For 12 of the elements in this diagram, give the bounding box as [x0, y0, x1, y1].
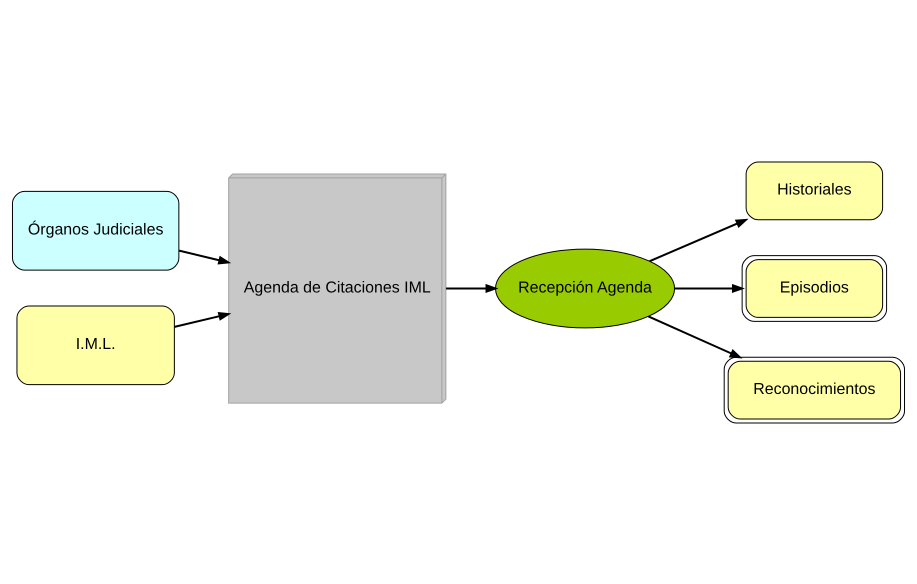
arrow [446, 283, 498, 293]
node-box: Episodios [742, 254, 888, 322]
arrow [648, 315, 743, 358]
arrow [649, 218, 749, 262]
node-box: Historiales [746, 160, 884, 220]
arrow [178, 249, 232, 264]
node-box: Órganos Judiciales [12, 190, 180, 270]
node-box: I.M.L. [16, 304, 175, 385]
arrow [674, 283, 745, 293]
arrow [174, 311, 232, 328]
node-ellipse: Recepción Agenda [495, 248, 676, 328]
node-box: Reconocimientos [724, 356, 906, 424]
